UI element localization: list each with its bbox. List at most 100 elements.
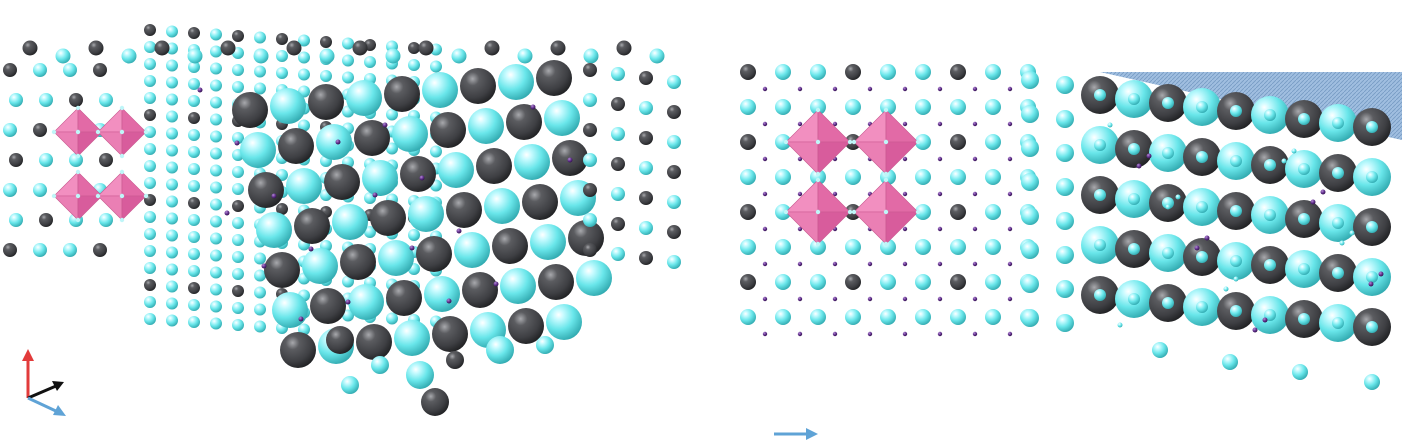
cyan-atom [611, 247, 625, 261]
cyan-atom [1196, 301, 1208, 313]
dark-atom [340, 244, 376, 280]
dark-atom [220, 40, 236, 56]
cyan-atom [500, 268, 536, 304]
cyan-atom [424, 276, 460, 312]
dark-atom [508, 308, 544, 344]
cyan-atom [144, 92, 156, 104]
dark-atom [950, 64, 966, 80]
cyan-atom [378, 240, 414, 276]
cyan-atom [232, 166, 244, 178]
cyan-atom [1264, 159, 1276, 171]
cyan-atom [667, 75, 681, 89]
purple-atom [419, 175, 425, 181]
cyan-atom [276, 50, 288, 62]
vertex-atom [119, 129, 125, 135]
dark-atom [384, 76, 420, 112]
cyan-atom [1056, 178, 1074, 196]
cyan-atom [1366, 221, 1378, 233]
cyan-atom [144, 41, 156, 53]
cyan-atom [740, 169, 756, 185]
cyan-atom [1021, 241, 1039, 259]
cyan-atom [639, 161, 653, 175]
dark-atom [99, 153, 113, 167]
octahedron [97, 171, 147, 221]
cyan-atom [536, 336, 554, 354]
purple-atom [298, 316, 304, 322]
cyan-atom [188, 129, 200, 141]
purple-atom [308, 246, 314, 252]
vertex-atom [119, 217, 125, 223]
cyan-atom [775, 134, 791, 150]
cyan-atom [810, 99, 826, 115]
cyan-atom [1298, 313, 1310, 325]
cyan-atom [1021, 71, 1039, 89]
cyan-atom [1196, 251, 1208, 263]
cyan-atom [915, 169, 931, 185]
cyan-atom [985, 134, 1001, 150]
dark-atom [354, 120, 390, 156]
cyan-atom [583, 48, 599, 64]
cyan-atom [639, 101, 653, 115]
dark-atom [248, 172, 284, 208]
cyan-atom [950, 99, 966, 115]
cyan-atom [1094, 239, 1106, 251]
purple-atom [832, 191, 838, 197]
octahedron [97, 107, 147, 157]
cyan-atom [1056, 246, 1074, 264]
cyan-atom [810, 64, 826, 80]
purple-atom [797, 226, 803, 232]
purple-atom [937, 156, 943, 162]
cyan-atom [1364, 374, 1380, 390]
cyan-atom [144, 58, 156, 70]
purple-atom [797, 261, 803, 267]
cyan-atom [386, 142, 398, 155]
octahedron [53, 171, 103, 221]
cyan-atom [166, 263, 178, 276]
vertex-atom [815, 177, 821, 183]
octahedron [853, 109, 919, 175]
cyan-atom [272, 292, 308, 328]
dark-atom [188, 112, 200, 124]
dark-atom [845, 64, 861, 80]
purple-atom [797, 191, 803, 197]
cyan-atom [188, 78, 200, 90]
cyan-atom [166, 127, 178, 140]
purple-atom [1007, 331, 1013, 337]
cyan-atom [188, 316, 200, 328]
vertex-atom [75, 153, 81, 159]
cyan-atom [1162, 97, 1174, 109]
cyan-atom [740, 239, 756, 255]
cyan-atom [1128, 243, 1140, 255]
cyan-atom [1292, 364, 1308, 380]
cyan-atom [166, 59, 178, 72]
dark-atom [93, 243, 107, 257]
cyan-atom [232, 302, 244, 314]
cyan-atom [144, 296, 156, 308]
purple-atom [902, 261, 908, 267]
dark-atom [308, 84, 344, 120]
purple-atom [1007, 156, 1013, 162]
vertex-atom [51, 129, 57, 135]
purple-atom [797, 296, 803, 302]
cyan-atom [1021, 139, 1039, 157]
dark-atom [39, 213, 53, 227]
cyan-atom [210, 215, 222, 228]
dark-atom [408, 42, 420, 54]
cyan-atom [1162, 147, 1174, 159]
cyan-atom [144, 177, 156, 189]
dark-atom [432, 316, 468, 352]
cyan-atom [451, 48, 467, 64]
dark-atom [232, 285, 244, 297]
cyan-atom [254, 320, 266, 333]
purple-atom [762, 121, 768, 127]
dark-atom [286, 40, 302, 56]
cyan-atom [1056, 212, 1074, 230]
dark-atom [611, 217, 625, 231]
purple-atom [902, 156, 908, 162]
vertex-atom [851, 139, 857, 145]
cyan-atom [256, 212, 292, 248]
cyan-atom [486, 336, 514, 364]
purple-atom [382, 122, 388, 128]
dark-atom [492, 228, 528, 264]
dark-atom [583, 123, 597, 137]
